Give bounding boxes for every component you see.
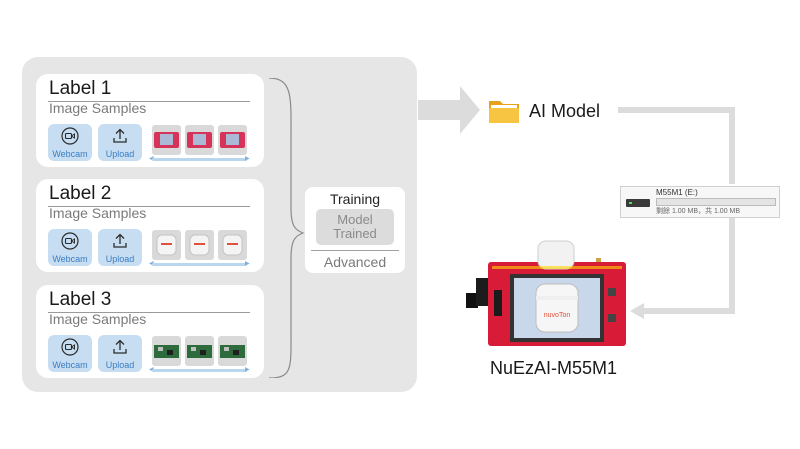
divider	[311, 250, 399, 251]
drive-to-board-connector	[644, 218, 735, 314]
advanced-link[interactable]: Advanced	[323, 254, 387, 270]
webcam-button[interactable]: Webcam	[48, 124, 92, 161]
drive-usage-bar	[656, 198, 776, 206]
drive-item[interactable]: M55M1 (E:) 剩餘 1.00 MB，共 1.00 MB	[620, 186, 780, 218]
label-subtitle: Image Samples	[49, 205, 147, 221]
upload-button[interactable]: Upload	[98, 335, 142, 372]
drive-icon	[626, 199, 650, 207]
scroll-right-icon[interactable]: ▶	[245, 261, 250, 267]
label-card-2: Label 2 Image Samples Webcam Upload ◀ ▶	[36, 179, 264, 272]
sample-thumbnail[interactable]	[218, 336, 247, 366]
label-card-1: Label 1 Image Samples Webcam Upload ◀ ▶	[36, 74, 264, 167]
upload-button-label: Upload	[105, 254, 135, 264]
webcam-button[interactable]: Webcam	[48, 229, 92, 266]
divider	[48, 206, 250, 207]
upload-button[interactable]: Upload	[98, 229, 142, 266]
upload-button-label: Upload	[105, 149, 135, 159]
board-arrowhead	[630, 303, 644, 319]
sample-thumbnail[interactable]	[152, 230, 181, 260]
scroll-left-icon[interactable]: ◀	[149, 261, 154, 267]
scroll-left-icon[interactable]: ◀	[149, 367, 154, 373]
scroll-left-icon[interactable]: ◀	[149, 156, 154, 162]
webcam-button[interactable]: Webcam	[48, 335, 92, 372]
folder-icon	[488, 97, 520, 130]
webcam-button-label: Webcam	[52, 254, 88, 264]
training-panel: Training Model Trained Advanced	[305, 187, 405, 273]
thumbnail-scrollbar[interactable]	[152, 263, 247, 266]
webcam-icon	[48, 232, 92, 255]
sample-thumbnail[interactable]	[185, 336, 214, 366]
grouping-brace	[268, 78, 305, 378]
sample-thumbnail[interactable]	[185, 230, 214, 260]
label-card-3: Label 3 Image Samples Webcam Upload ◀ ▶	[36, 285, 264, 378]
sample-thumbnail[interactable]	[152, 336, 181, 366]
sample-thumbnail[interactable]	[218, 125, 247, 155]
upload-icon	[98, 127, 142, 150]
webcam-icon	[48, 338, 92, 361]
train-model-button[interactable]: Model Trained	[316, 209, 394, 245]
webcam-icon	[48, 127, 92, 150]
upload-button[interactable]: Upload	[98, 124, 142, 161]
label-title: Label 2	[49, 183, 112, 204]
label-title: Label 1	[49, 78, 112, 99]
sample-thumbnail[interactable]	[218, 230, 247, 260]
webcam-button-label: Webcam	[52, 149, 88, 159]
label-title: Label 3	[49, 289, 112, 310]
drive-name: M55M1 (E:)	[656, 188, 698, 197]
scroll-right-icon[interactable]: ▶	[245, 367, 250, 373]
thumbnail-scrollbar[interactable]	[152, 158, 247, 161]
scroll-right-icon[interactable]: ▶	[245, 156, 250, 162]
upload-icon	[98, 338, 142, 361]
train-button-label-line1: Model	[337, 212, 373, 227]
upload-icon	[98, 232, 142, 255]
model-to-drive-connector	[618, 107, 735, 184]
sample-thumbnail[interactable]	[152, 125, 181, 155]
drive-usage-text: 剩餘 1.00 MB，共 1.00 MB	[656, 208, 741, 215]
ai-model-label: AI Model	[529, 101, 601, 121]
label-subtitle: Image Samples	[49, 100, 147, 116]
label-subtitle: Image Samples	[49, 311, 147, 327]
brand-logo-text: nuvoTon	[544, 312, 571, 319]
thumbnail-scrollbar[interactable]	[152, 369, 247, 372]
training-title: Training	[329, 191, 381, 207]
device-board-image: nuvoTon	[466, 240, 626, 346]
divider	[48, 312, 250, 313]
device-name-label: NuEzAI-M55M1	[490, 358, 618, 378]
sample-thumbnail[interactable]	[185, 125, 214, 155]
train-button-label-line2: Trained	[333, 226, 377, 241]
divider	[48, 101, 250, 102]
model-arrow	[418, 86, 480, 134]
upload-button-label: Upload	[105, 360, 135, 370]
webcam-button-label: Webcam	[52, 360, 88, 370]
